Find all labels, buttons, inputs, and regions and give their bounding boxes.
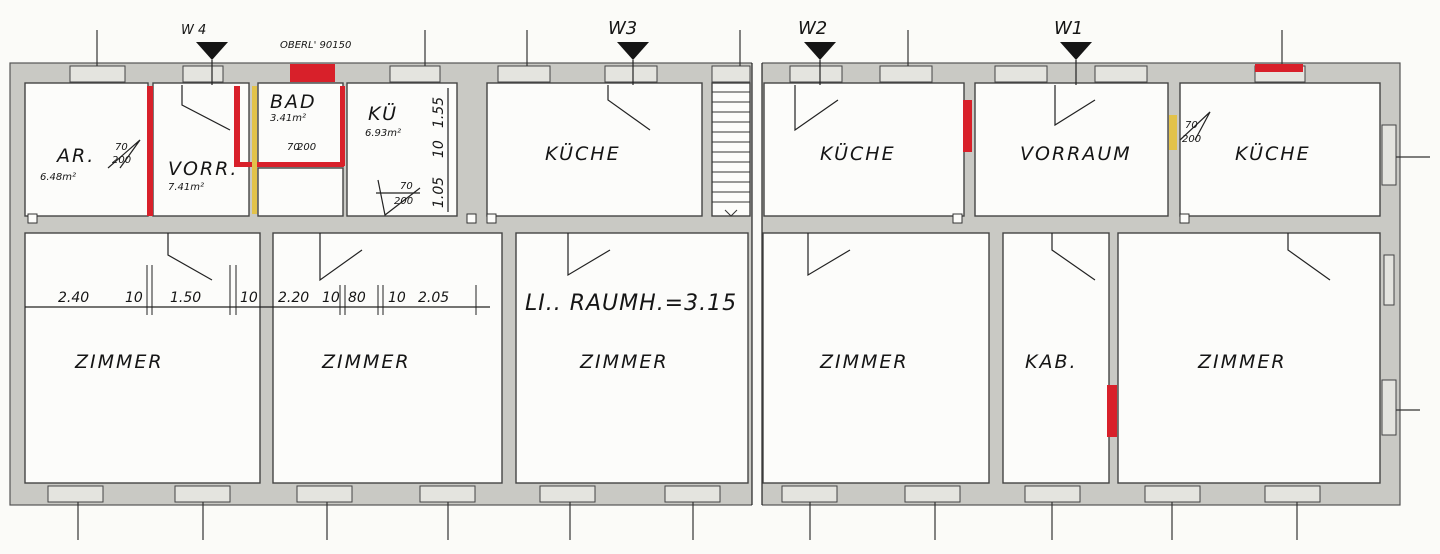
room-zimmer-3 xyxy=(515,232,749,484)
label-ar-area: 6.48m² xyxy=(40,172,76,183)
door-height-3: 200 xyxy=(297,142,316,153)
window-right-2 xyxy=(1381,379,1397,436)
window-marker-w2: W2 xyxy=(798,18,836,85)
red-wall-1 xyxy=(147,86,153,216)
dim-10b: 10 xyxy=(240,290,258,306)
dim-150: 1.50 xyxy=(170,290,201,306)
oberlicht-red xyxy=(290,64,335,82)
label-bad: BAD xyxy=(270,91,317,113)
room-zimmer-4 xyxy=(762,232,990,484)
vertical-dims: 1.55 10 1.05 xyxy=(431,88,449,212)
dim-240: 2.40 xyxy=(58,290,89,306)
window-label-w4: W 4 xyxy=(181,23,206,38)
label-zimmer-5: ZIMMER xyxy=(1197,351,1287,373)
door-mark-4: 70 200 xyxy=(1179,111,1211,145)
window-right-1 xyxy=(1381,124,1397,186)
label-vorr-area: 7.41m² xyxy=(168,182,204,193)
window-right-3 xyxy=(1383,254,1395,306)
label-vorraum: VORRAUM xyxy=(1020,143,1132,165)
dim-205: 2.05 xyxy=(418,290,449,306)
room-kueche-2 xyxy=(763,82,965,217)
room-zimmer-2 xyxy=(272,232,503,484)
window-marker-w3: W3 xyxy=(608,18,649,85)
door-mark-1: 70 200 xyxy=(107,139,141,169)
room-kueche-3 xyxy=(1179,82,1381,217)
room-vorraum xyxy=(974,82,1169,217)
room-bad xyxy=(257,82,344,164)
room-zimmer-5 xyxy=(1117,232,1381,484)
door-swings xyxy=(167,85,1331,282)
room-kue xyxy=(346,82,458,217)
window-label-w2: W2 xyxy=(798,18,827,39)
red-wall-2 xyxy=(234,86,240,166)
door-height-2: 200 xyxy=(394,196,413,207)
door-mark-2: 70 200 xyxy=(376,181,420,207)
red-wall-5 xyxy=(963,100,972,152)
room-kueche-1 xyxy=(486,82,703,217)
dim-v105: 1.05 xyxy=(431,177,447,208)
room-zimmer-1 xyxy=(24,232,261,484)
door-width-1: 70 xyxy=(115,142,128,153)
door-height-1: 200 xyxy=(112,155,131,166)
yellow-wall-2 xyxy=(1169,115,1177,150)
red-wall-4 xyxy=(340,86,345,166)
windows-bottom xyxy=(47,485,1321,503)
label-kue: KÜ xyxy=(368,102,398,125)
stair-steps xyxy=(712,91,750,217)
window-label-w1: W1 xyxy=(1054,18,1083,39)
label-kue-area: 6.93m² xyxy=(365,128,401,139)
dim-v155: 1.55 xyxy=(431,97,447,128)
dim-10c: 10 xyxy=(322,290,340,306)
red-wall-6 xyxy=(1255,64,1303,72)
label-kab: KAB. xyxy=(1025,351,1078,373)
window-marker-w4: W 4 xyxy=(181,23,228,85)
label-kueche-2: KÜCHE xyxy=(820,142,896,165)
label-zimmer-4: ZIMMER xyxy=(819,351,909,373)
shaft-markers xyxy=(27,213,1190,224)
room-ar xyxy=(24,82,149,217)
dim-v10: 10 xyxy=(431,140,447,158)
oberlicht-label: OBERL' 90150 xyxy=(280,40,351,51)
label-zimmer-1: ZIMMER xyxy=(74,351,164,373)
height-note: LI.. RAUMH.=3.15 xyxy=(525,291,737,316)
stair-gap xyxy=(752,60,762,508)
door-width-2: 70 xyxy=(400,181,413,192)
label-ar: AR. xyxy=(55,145,95,167)
window-marker-w1: W1 xyxy=(1054,18,1092,85)
label-kueche-1: KÜCHE xyxy=(545,142,621,165)
room-kab xyxy=(1002,232,1110,484)
label-bad-area: 3.41m² xyxy=(270,113,306,124)
dim-220: 2.20 xyxy=(278,290,309,306)
dimension-line xyxy=(25,265,490,315)
dim-10d: 10 xyxy=(388,290,406,306)
door-mark-3: 70 200 xyxy=(287,142,316,153)
stair xyxy=(711,82,751,217)
label-vorr: VORR. xyxy=(168,158,238,180)
grid-ticks xyxy=(77,30,1430,540)
door-width-3: 70 xyxy=(287,142,300,153)
windows-top xyxy=(69,65,1306,83)
label-zimmer-3: ZIMMER xyxy=(579,351,669,373)
door-width-4: 70 xyxy=(1185,120,1198,131)
dim-80: 80 xyxy=(348,290,366,306)
label-kueche-3: KÜCHE xyxy=(1235,142,1311,165)
red-wall-7 xyxy=(1107,385,1117,437)
door-height-4: 200 xyxy=(1182,134,1201,145)
yellow-wall-1 xyxy=(252,86,257,214)
window-label-w3: W3 xyxy=(608,18,637,39)
red-wall-3 xyxy=(234,162,344,167)
label-zimmer-2: ZIMMER xyxy=(321,351,411,373)
dim-10a: 10 xyxy=(125,290,143,306)
room-vorr-lower xyxy=(257,167,344,217)
